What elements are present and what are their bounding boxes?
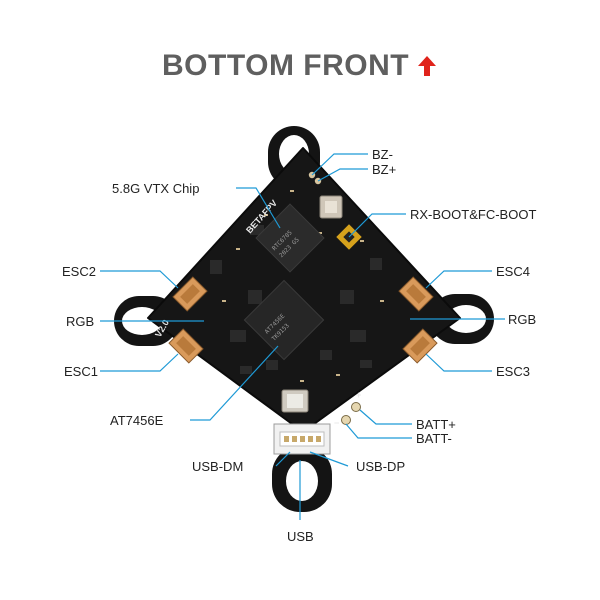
esc3-connector <box>402 328 438 364</box>
usb-connector <box>273 423 331 455</box>
label-at7456e: AT7456E <box>110 413 164 428</box>
label-batt-plus: BATT+ <box>416 417 456 432</box>
label-usb: USB <box>287 529 314 544</box>
label-vtx-chip: 5.8G VTX Chip <box>112 181 199 196</box>
leader-lines <box>100 153 505 520</box>
batt-plus-silk: + <box>356 390 361 400</box>
front-arrow-icon <box>418 56 436 76</box>
batt-minus-silk: − <box>334 418 339 428</box>
buzzer-component <box>319 195 343 219</box>
osd-chip: AT7456E TK9153 <box>243 279 325 361</box>
label-usb-dm: USB-DM <box>192 459 243 474</box>
label-usb-dp: USB-DP <box>356 459 405 474</box>
batt-pads: + − <box>334 390 361 428</box>
label-rgb-right: RGB <box>508 312 536 327</box>
vtx-chip: RTC6705 2023 G5 <box>255 203 325 273</box>
label-esc3: ESC3 <box>496 364 530 379</box>
esc2-connector <box>172 276 208 312</box>
label-batt-minus: BATT- <box>416 431 452 446</box>
crystal-component <box>281 389 309 413</box>
label-bz-plus: BZ+ <box>372 162 396 177</box>
label-rx-boot: RX-BOOT&FC-BOOT <box>410 207 536 222</box>
label-esc1: ESC1 <box>64 364 98 379</box>
esc1-connector <box>168 328 204 364</box>
label-esc4: ESC4 <box>496 264 530 279</box>
mount-ear-bottom <box>272 446 332 512</box>
page-title: BOTTOM FRONT <box>162 49 409 82</box>
label-rgb-left: RGB <box>66 314 94 329</box>
label-esc2: ESC2 <box>62 264 96 279</box>
esc4-connector <box>398 276 434 312</box>
label-bz-minus: BZ- <box>372 147 393 162</box>
